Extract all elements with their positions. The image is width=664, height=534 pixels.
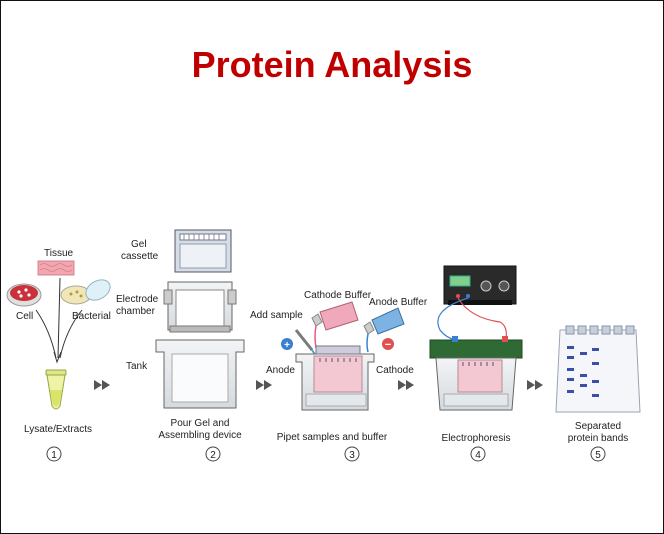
gel-cassette-label-1: Gel	[131, 239, 147, 250]
protein-bands	[567, 346, 599, 397]
step4-group: Electrophoresis 4	[429, 265, 523, 462]
merge-arrows	[35, 277, 83, 364]
arrow-4-to-5	[527, 380, 543, 390]
cell-label: Cell	[16, 311, 33, 322]
bacterial-label: Bacterial	[72, 311, 111, 322]
step2-group: Gel cassette Electrode chamber Tank Pour…	[116, 229, 245, 462]
cathode-buffer-label: Cathode Buffer	[304, 290, 372, 301]
step1-group: Tissue Cell Bacterial	[6, 248, 111, 462]
step3-number: 3	[349, 450, 355, 461]
step4-caption: Electrophoresis	[442, 433, 511, 444]
tank-icon	[155, 339, 245, 409]
anode-buffer-label: Anode Buffer	[369, 297, 428, 308]
running-tank-icon	[429, 336, 523, 411]
minus-symbol: −	[385, 339, 391, 351]
gel-cassette-icon	[174, 229, 232, 273]
step4-number-circle	[470, 446, 486, 462]
separated-gel-icon	[555, 325, 641, 413]
step1-number-circle	[46, 446, 62, 462]
step5-number-circle	[590, 446, 606, 462]
step3-caption: Pipet samples and buffer	[277, 432, 388, 443]
loaded-tank-icon	[295, 345, 375, 411]
add-sample-label: Add sample	[250, 310, 303, 321]
arrow-1-to-2	[94, 380, 110, 390]
step4-number: 4	[475, 450, 481, 461]
plus-symbol: +	[284, 340, 290, 351]
anode-buffer-flask-icon	[363, 307, 405, 353]
lysate-caption: Lysate/Extracts	[24, 424, 92, 435]
step5-caption-2: protein bands	[568, 433, 629, 444]
cathode-minus-icon	[382, 338, 394, 350]
pipette-icon	[294, 329, 317, 357]
electrode-label-1: Electrode	[116, 294, 159, 305]
step2-caption-2: Assembling device	[158, 430, 242, 441]
power-cables	[437, 297, 507, 341]
cathode-label: Cathode	[376, 365, 414, 376]
arrow-2-to-3	[256, 380, 272, 390]
cell-petri-dish-icon	[6, 283, 42, 307]
tissue-label: Tissue	[44, 248, 74, 259]
gel-cassette-label-2: cassette	[121, 251, 159, 262]
step5-caption-1: Separated	[575, 421, 621, 432]
anode-label: Anode	[266, 365, 295, 376]
step5-number: 5	[595, 450, 601, 461]
cathode-buffer-flask-icon	[311, 301, 359, 349]
page-title: Protein Analysis	[191, 44, 473, 85]
arrow-3-to-4	[398, 380, 414, 390]
tank-label: Tank	[126, 361, 148, 372]
electrode-label-2: chamber	[116, 306, 156, 317]
anode-plus-icon	[281, 338, 293, 350]
bacterial-petri-dish-icon	[60, 279, 111, 305]
step2-number-circle	[205, 446, 221, 462]
step5-group: Separated protein bands 5	[555, 325, 641, 462]
step3-number-circle	[344, 446, 360, 462]
power-supply-icon	[443, 265, 517, 305]
electrode-chamber-icon	[163, 281, 237, 333]
step3-group: Cathode Buffer Anode Buffer Add sample +…	[250, 290, 428, 462]
step2-caption-1: Pour Gel and	[171, 418, 230, 429]
tissue-sample-icon	[37, 260, 75, 276]
step2-number: 2	[210, 450, 216, 461]
step1-number: 1	[51, 450, 57, 461]
lysate-tube-icon	[45, 369, 67, 410]
